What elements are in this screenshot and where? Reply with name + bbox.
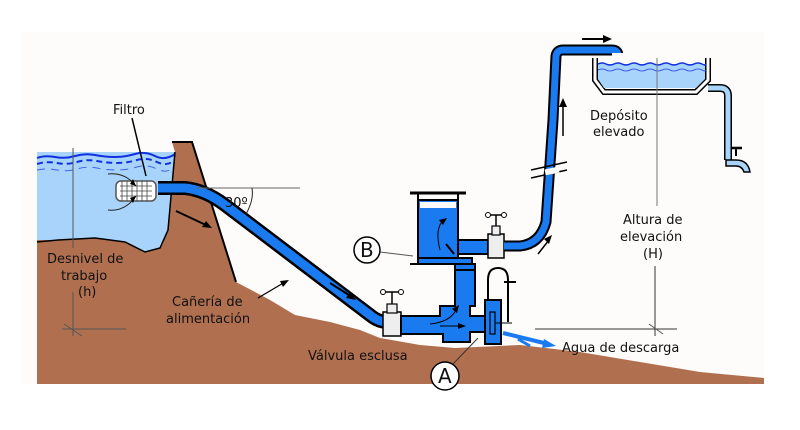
tank-water-surface-faint bbox=[597, 68, 706, 72]
label-altura-3: (H) bbox=[643, 247, 663, 262]
flow-arrow-icon bbox=[329, 282, 356, 300]
caneria-leader-line bbox=[257, 281, 286, 299]
waste-valve-spring-arm bbox=[487, 266, 509, 322]
internal-arrowhead bbox=[452, 305, 459, 313]
water-surface-wave bbox=[36, 151, 176, 160]
filtro-leader-line bbox=[131, 117, 147, 177]
internal-arrowhead bbox=[458, 323, 466, 329]
discharge-water-arrow bbox=[502, 331, 549, 346]
pump-body bbox=[400, 269, 486, 343]
chamber-arrowhead bbox=[439, 218, 447, 225]
faucet-icon bbox=[725, 146, 751, 173]
label-deposito-1: Depósito bbox=[590, 109, 648, 124]
dam-outline bbox=[172, 141, 237, 283]
air-pocket bbox=[420, 202, 456, 208]
delivery-pipe bbox=[504, 46, 622, 250]
inflow-arrowhead-top bbox=[130, 179, 136, 186]
label-deposito-2: elevado bbox=[593, 125, 645, 140]
caneria-leader-arrowhead bbox=[280, 280, 289, 287]
label-valvula: Válvula esclusa bbox=[308, 349, 408, 364]
delivery-valve bbox=[485, 212, 507, 259]
water-surface-wave-dashed bbox=[36, 157, 176, 166]
internal-flow-line bbox=[429, 309, 457, 325]
reservoir-bed-outline bbox=[36, 151, 176, 253]
tank-water-surface bbox=[597, 62, 706, 66]
flow-arrow-icon bbox=[175, 210, 212, 228]
delivery-outlet-pipe bbox=[457, 239, 489, 255]
marker-b-circle bbox=[353, 236, 381, 264]
label-desnivel-1: Desnivel de bbox=[47, 252, 123, 267]
angle-arc bbox=[245, 187, 253, 215]
discharge-splash bbox=[517, 337, 531, 348]
marker-a-circle bbox=[430, 361, 460, 391]
marker-b-label: B bbox=[360, 238, 374, 262]
air-chamber bbox=[417, 199, 459, 259]
flow-arrow-icon bbox=[582, 35, 612, 43]
supply-pipe bbox=[158, 183, 389, 327]
flow-arrow-icon bbox=[537, 235, 552, 255]
ground bbox=[37, 142, 764, 384]
marker-b-leader bbox=[379, 251, 414, 257]
delivery-pipe-mouth bbox=[612, 53, 624, 59]
tank-water bbox=[598, 64, 705, 88]
discharge-arrowhead bbox=[542, 339, 556, 348]
label-desnivel-3: (h) bbox=[78, 285, 96, 300]
flow-arrow-icon bbox=[559, 98, 567, 136]
chamber-flow-line bbox=[445, 243, 455, 255]
tap-pipe bbox=[708, 85, 731, 160]
tank-wall bbox=[593, 58, 710, 94]
pipe-break-gap bbox=[544, 166, 560, 176]
gate-valve bbox=[380, 289, 404, 337]
label-altura-1: Altura de bbox=[623, 213, 683, 228]
label-filtro: Filtro bbox=[113, 103, 145, 118]
label-caneria-1: Cañería de bbox=[172, 295, 243, 310]
source-reservoir-water bbox=[37, 152, 175, 252]
pipe-break-mark bbox=[530, 161, 568, 171]
h-tick bbox=[63, 323, 83, 337]
marker-a-leader bbox=[452, 337, 479, 365]
marker-a-label: A bbox=[438, 364, 452, 388]
chamber-flow-line bbox=[437, 221, 443, 251]
water-surface-wave-faint bbox=[36, 165, 176, 172]
waste-valve-clapper bbox=[489, 311, 496, 335]
label-desnivel-2: trabajo bbox=[61, 269, 107, 284]
label-altura-2: elevación bbox=[620, 230, 682, 245]
filter-icon bbox=[115, 180, 157, 202]
label-caneria-2: alimentación bbox=[166, 312, 250, 327]
H-tick bbox=[648, 323, 664, 335]
label-agua-descarga: Agua de descarga bbox=[562, 341, 679, 356]
label-angle: 30º bbox=[225, 196, 248, 211]
inflow-arrowhead-bottom bbox=[130, 196, 136, 203]
